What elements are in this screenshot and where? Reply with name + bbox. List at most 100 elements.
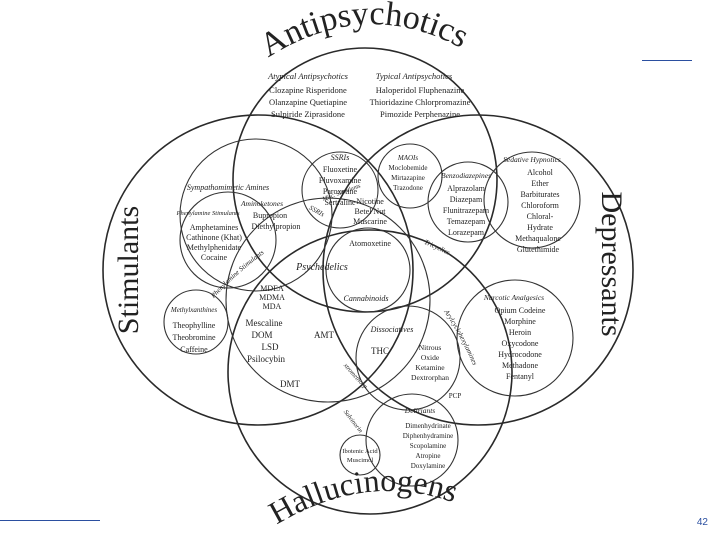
cannabinoids-label: Cannabinoids [344, 294, 389, 303]
typical-header: Typical Antipsychotics [376, 71, 453, 81]
typical-row: Thioridazine Chlorpromazine [370, 97, 471, 107]
deliriants-item: Diphenhydramine [403, 432, 454, 440]
narcotic-item: Opium Codeine [495, 306, 546, 315]
sedative-item: Glutethimide [517, 245, 560, 254]
narcotic-item: Morphine [504, 317, 536, 326]
phenyl-item: Methylphenidate [187, 243, 242, 252]
dissociatives-header: Dissociatives [370, 325, 414, 334]
narcotic-header: Narcotic Analgesics [483, 293, 544, 302]
sedative-circle [483, 151, 581, 249]
amino-item: Diethylpropion [252, 222, 301, 231]
misc-stim-item: Nicotine [356, 197, 384, 206]
ssri-item: Paroxetine [323, 187, 358, 196]
tricyclic-arc-label: Tricyclics [423, 238, 451, 257]
deliriants-item: Atropine [416, 452, 441, 460]
benzo-item: Diazepam [450, 195, 483, 204]
ibotenic-item: Muscimol [347, 457, 374, 464]
deliriants-item: Doxylamine [411, 462, 446, 470]
misc-stim-item: Betel Nut [355, 207, 387, 216]
ssri-item: Fluoxetine [323, 165, 358, 174]
sedative-item: Methaqualone [515, 234, 561, 243]
ibotenic-item: Ibotenic Acid [342, 448, 378, 455]
methylx-item: Theophylline [173, 321, 216, 330]
benzo-item: Flunitrazepam [443, 206, 490, 215]
sedative-item: Chloroform [521, 201, 560, 210]
sedative-header: Sedative Hypnotics [503, 155, 561, 164]
phenyl-item: Cathinone (Khat) [186, 233, 242, 242]
typical-row: Haloperidol Fluphenazine [376, 85, 465, 95]
ecstasy-item: MDEA [260, 284, 284, 293]
atypical-header: Atypical Antipsychotics [267, 71, 349, 81]
psychedelics-circle [225, 197, 431, 403]
methylx-header: Methylxanthines [170, 306, 218, 314]
benzo-circle [427, 161, 509, 243]
methylx-item: Theobromine [172, 333, 216, 342]
dissociatives-item: Oxide [421, 353, 440, 362]
amino-header: Aminoketones [240, 199, 283, 208]
phenyl-circle [179, 191, 277, 289]
depressants-label: Depressants [595, 191, 628, 336]
narcotic-item: Hydrocodone [498, 350, 542, 359]
deliriants-circle [365, 393, 459, 487]
antipsychotics-label: Antipsychotics [254, 0, 475, 64]
dissociatives-item: Dextrorphan [411, 373, 449, 382]
hallucinogen-item: DOM [251, 330, 272, 340]
methylx-item: Caffeine [180, 345, 208, 354]
amino-item: Bupropion [253, 211, 287, 220]
deliriants-item: Dimenhydrinate [405, 422, 451, 430]
hallucinogen-item: Mescaline [246, 318, 283, 328]
ecstasy-item: MDA [263, 302, 282, 311]
sedative-item: Hydrate [527, 223, 553, 232]
maoi-item: Mirtazapine [391, 174, 425, 182]
page-number: 42 [696, 517, 708, 528]
atypical-row: Olanzapine Quetiapine [269, 97, 347, 107]
hallucinogens-circle [227, 229, 513, 515]
cannabinoids-circle [325, 227, 411, 313]
stimulants-label: Stimulants [112, 206, 145, 334]
bottom-left-rule [0, 520, 100, 521]
narcotic-item: Methadone [502, 361, 538, 370]
sedative-item: Alcohol [527, 168, 554, 177]
sedative-item: Barbiturates [520, 190, 559, 199]
stimulants-circle [102, 114, 414, 426]
top-right-rule [642, 60, 692, 61]
dmt-label: DMT [280, 379, 301, 389]
dissociatives-item: Nitrous [419, 343, 442, 352]
narcotic-circle [456, 279, 574, 397]
ssri-arc-label: SSRIs [308, 204, 326, 219]
phenyl-item: Amphetamines [190, 223, 238, 232]
hallucinogens-label: Hallucinogens [263, 462, 463, 531]
phenyl-item: Cocaine [201, 253, 228, 262]
ibotenic-circle [339, 434, 381, 476]
pcp-label: PCP [449, 392, 462, 400]
thc-label: THC [371, 346, 389, 356]
ssri-item: Sertraline [324, 198, 356, 207]
phenyl-header: Phenylamine Stimulants [175, 210, 239, 217]
benzo-item: Alprazolam [447, 184, 486, 193]
depressants-circle [322, 114, 634, 426]
dissociatives-item: Ketamine [415, 363, 445, 372]
hallucinogen-item: LSD [261, 342, 279, 352]
atomoxetine-label: Atomoxetine [349, 239, 391, 248]
sedative-item: Ether [531, 179, 549, 188]
maoi-item: Trazodone [393, 184, 423, 192]
atypical-row: Clozapine Risperidone [269, 85, 347, 95]
benzo-item: Temazepam [447, 217, 486, 226]
maoi-circle [377, 143, 443, 209]
maoi-header: MAOIs [397, 154, 418, 162]
benzo-header: Benzodiazepines [441, 171, 491, 180]
sedative-item: Chloral- [527, 212, 554, 221]
ssri-item: Fluvoxamine [319, 176, 362, 185]
narcotic-item: Heroin [509, 328, 531, 337]
typical-row: Pimozide Perphenazine [380, 109, 460, 119]
ssri-header: SSRIs [331, 153, 350, 162]
hallucinogen-item: Psilocybin [247, 354, 286, 364]
deliriants-item: Scopolamine [410, 442, 447, 450]
amt-label: AMT [314, 330, 335, 340]
salvinorin-arc-label: Salvinorin [342, 409, 364, 435]
misc-stim-item: Muscarine [353, 217, 387, 226]
ssri-circle [301, 151, 379, 229]
narcotic-item: Oxycodone [502, 339, 539, 348]
